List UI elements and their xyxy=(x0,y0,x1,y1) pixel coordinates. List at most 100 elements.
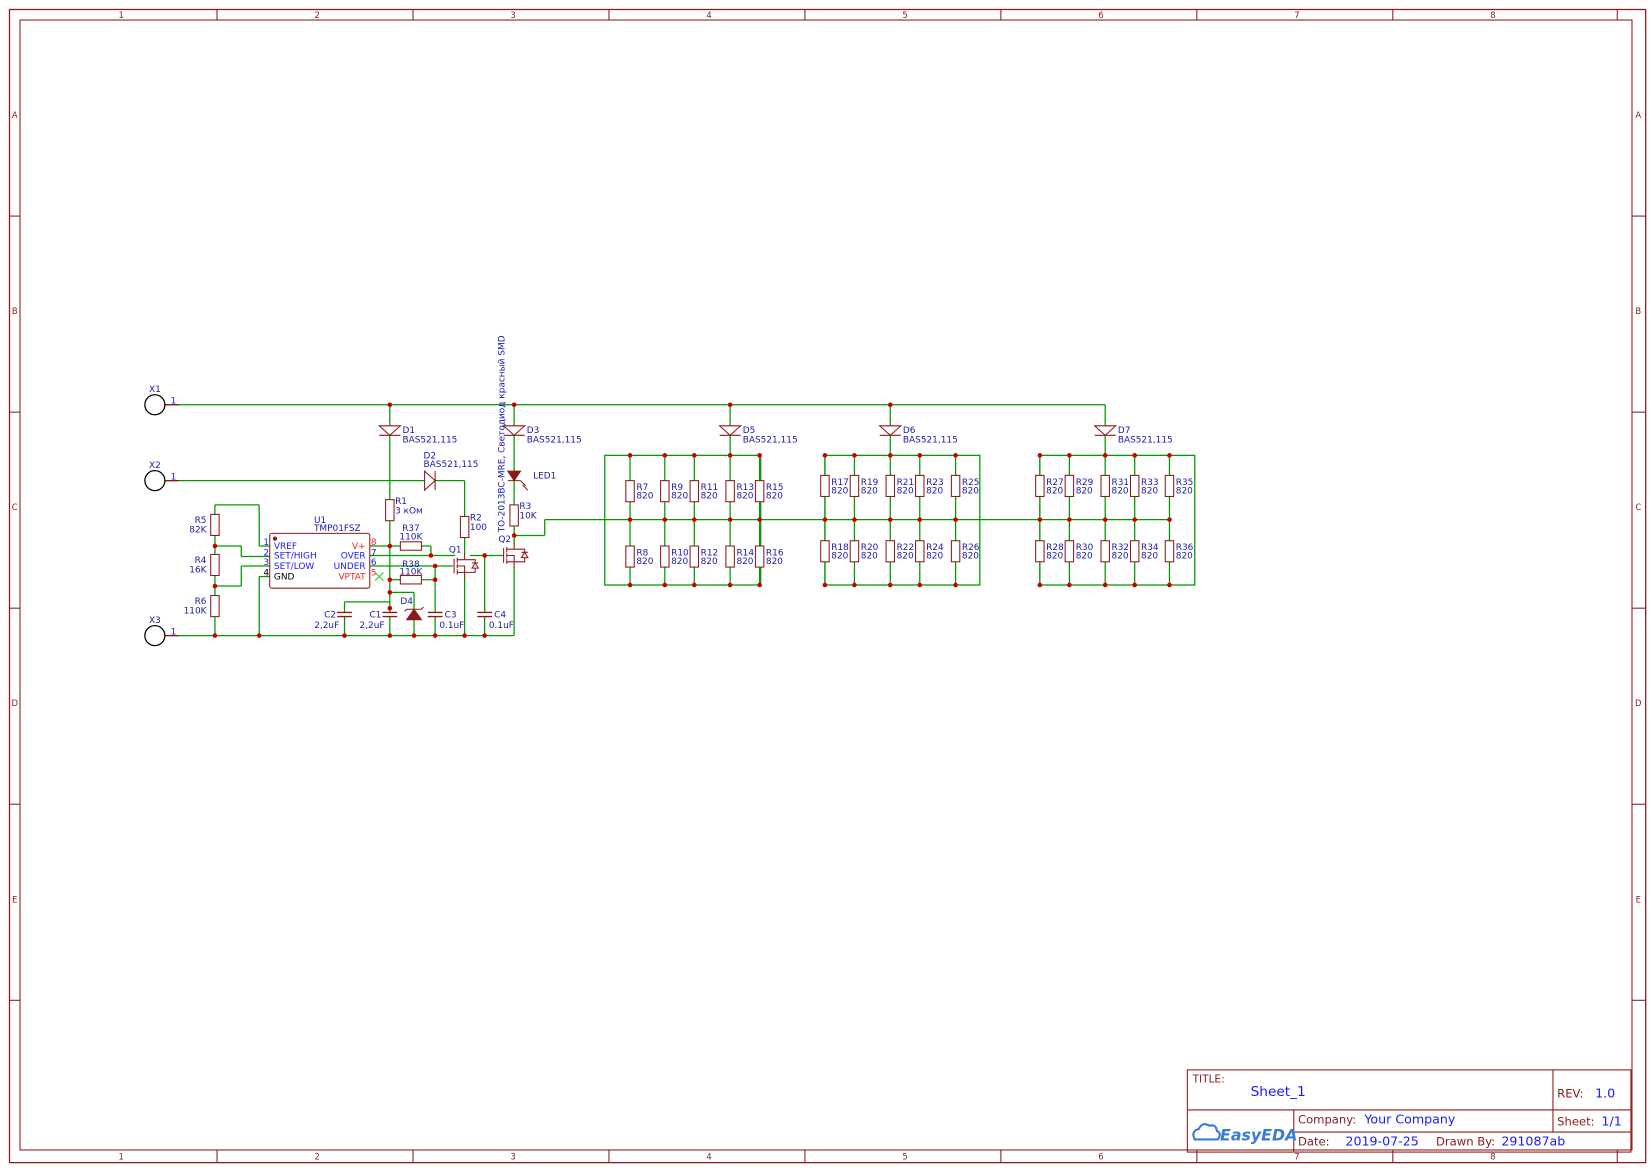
component-ref: R20 xyxy=(861,543,879,553)
junction-dot xyxy=(887,402,893,408)
component-value: BAS521,115 xyxy=(1118,436,1173,446)
component-c1[interactable]: C12,2uF xyxy=(360,611,398,632)
frame-row-label: B xyxy=(12,306,18,316)
component-ref: C4 xyxy=(494,611,506,621)
component-ref: R14 xyxy=(736,548,754,558)
junction-dot xyxy=(1132,517,1138,522)
capacitor-gap xyxy=(427,612,443,617)
component-ref: LED1 xyxy=(533,472,556,482)
component-r1[interactable]: R13 кОм xyxy=(385,497,423,522)
diode-icon xyxy=(718,425,743,437)
junction-dot xyxy=(887,453,893,458)
mosfet-icon xyxy=(453,553,476,579)
component-led1[interactable]: LED1 xyxy=(506,470,556,491)
frame-column-label: 3 xyxy=(510,10,515,20)
component-q1[interactable]: Q1 xyxy=(449,545,480,579)
junction-dot xyxy=(1167,453,1172,458)
component-q2[interactable]: Q2 xyxy=(498,535,529,569)
junction-dot xyxy=(432,577,438,583)
ic-ref: U1 xyxy=(314,516,326,526)
component-value: 110K xyxy=(399,567,423,577)
component-c2[interactable]: C22,2uF xyxy=(314,611,352,632)
component-value: 820 xyxy=(1046,552,1063,562)
component-ref: R23 xyxy=(926,478,944,488)
frame-row-label: A xyxy=(12,110,18,120)
resistor-icon xyxy=(210,553,220,577)
component-value: 820 xyxy=(962,486,979,496)
component-ref: R38 xyxy=(402,560,420,570)
junction-dot xyxy=(627,453,633,458)
component-c3[interactable]: C30.1uF xyxy=(427,611,465,632)
junction-dot xyxy=(1102,582,1108,588)
component-ref: R21 xyxy=(897,478,915,488)
junction-dot xyxy=(822,453,828,458)
connector-x3[interactable]: X31 xyxy=(144,616,180,647)
rev-value: 1.0 xyxy=(1595,1085,1615,1100)
component-value: 820 xyxy=(1141,552,1158,562)
connector-x2[interactable]: X21 xyxy=(144,461,180,492)
component-d4[interactable]: D4 xyxy=(400,597,424,621)
component-value: 110K xyxy=(184,606,208,616)
sheet-label: Sheet: xyxy=(1557,1115,1594,1129)
ic-u1[interactable]: U1 TMP01FSZ 1 2 3 4 VREF SET/HIGH SET/LO… xyxy=(263,516,384,589)
frame-row-label: D xyxy=(12,698,18,708)
component-c4[interactable]: C40.1uF xyxy=(477,611,514,632)
component-value: 820 xyxy=(1076,486,1093,496)
component-value: BAS521,115 xyxy=(527,436,582,446)
component-value: 820 xyxy=(671,492,688,502)
component-ref: R29 xyxy=(1076,478,1094,488)
component-ref: R31 xyxy=(1112,478,1130,488)
component-ref: R26 xyxy=(962,543,980,553)
junction-dot xyxy=(757,453,762,458)
connector-x1[interactable]: X11 xyxy=(144,385,180,416)
component-value: 820 xyxy=(1112,552,1129,562)
junction-dot xyxy=(1067,453,1072,458)
junction-dot xyxy=(917,453,923,458)
junction-dot xyxy=(727,453,733,458)
frame-column-label: 2 xyxy=(314,10,319,20)
